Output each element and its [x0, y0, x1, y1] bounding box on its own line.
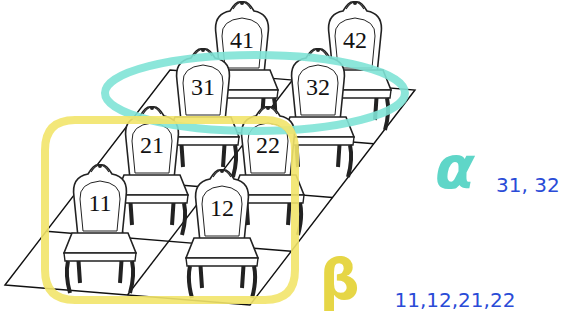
yellow-outline — [45, 120, 295, 300]
member-list: 11,12,21,22 — [395, 290, 516, 310]
chair-number-text: 41 — [230, 28, 254, 52]
greek-letter: β — [320, 252, 360, 308]
chair-number: 11 — [86, 190, 114, 216]
chair-number: 22 — [254, 132, 282, 158]
chair-number-text: 31 — [191, 75, 215, 99]
chair-number-text: 22 — [256, 133, 280, 157]
chair-number: 31 — [189, 74, 217, 100]
chair-number-text: 21 — [140, 133, 164, 157]
chair-number-text: 32 — [306, 75, 330, 99]
chair-number: 12 — [208, 195, 236, 221]
chair-number: 41 — [228, 27, 256, 53]
chair-number: 42 — [341, 27, 369, 53]
member-list: 31, 32 — [496, 175, 560, 195]
chair-number: 21 — [138, 132, 166, 158]
chair-number-text: 11 — [88, 191, 111, 215]
chair-number-text: 42 — [343, 28, 367, 52]
greek-letter: α — [435, 139, 475, 197]
chair-number: 32 — [304, 74, 332, 100]
chair-number-text: 12 — [210, 196, 234, 220]
